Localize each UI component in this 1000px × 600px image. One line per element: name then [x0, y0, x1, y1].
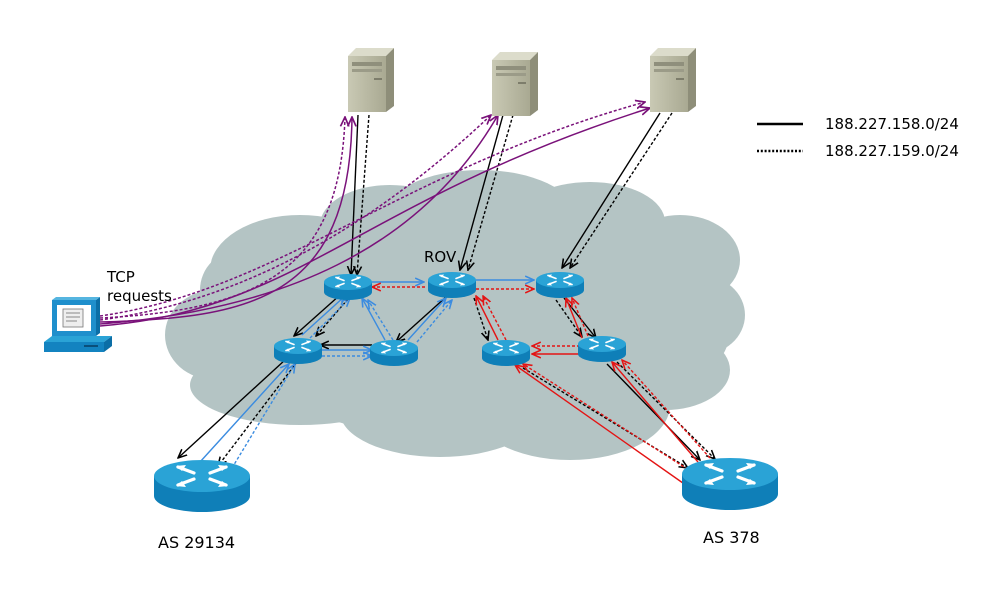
tcp-requests-label-line1: TCP	[107, 268, 135, 286]
as-29134-router-icon	[152, 458, 252, 514]
computer-icon	[44, 297, 112, 352]
rov-label: ROV	[424, 248, 457, 266]
blue-paths	[199, 280, 534, 469]
server-icon	[348, 48, 394, 112]
server-icon	[492, 52, 538, 116]
router-icon	[323, 273, 373, 301]
internet-cloud	[165, 170, 745, 460]
server-icon	[650, 48, 696, 112]
router-icon	[577, 335, 627, 363]
router-icon	[273, 337, 323, 365]
tcp-requests-label-line2: requests	[107, 287, 172, 305]
red-paths	[372, 287, 711, 489]
as-378-router-icon	[680, 456, 780, 512]
purple-paths	[99, 102, 650, 327]
router-icon	[481, 339, 531, 367]
black-paths	[178, 112, 715, 468]
legend-solid-label: 188.227.158.0/24	[825, 115, 959, 133]
legend-dotted-label: 188.227.159.0/24	[825, 142, 959, 160]
rov-router-icon	[427, 271, 477, 299]
as-378-label: AS 378	[703, 528, 760, 547]
router-icon	[369, 339, 419, 367]
as-29134-label: AS 29134	[158, 533, 236, 552]
router-icon	[535, 271, 585, 299]
